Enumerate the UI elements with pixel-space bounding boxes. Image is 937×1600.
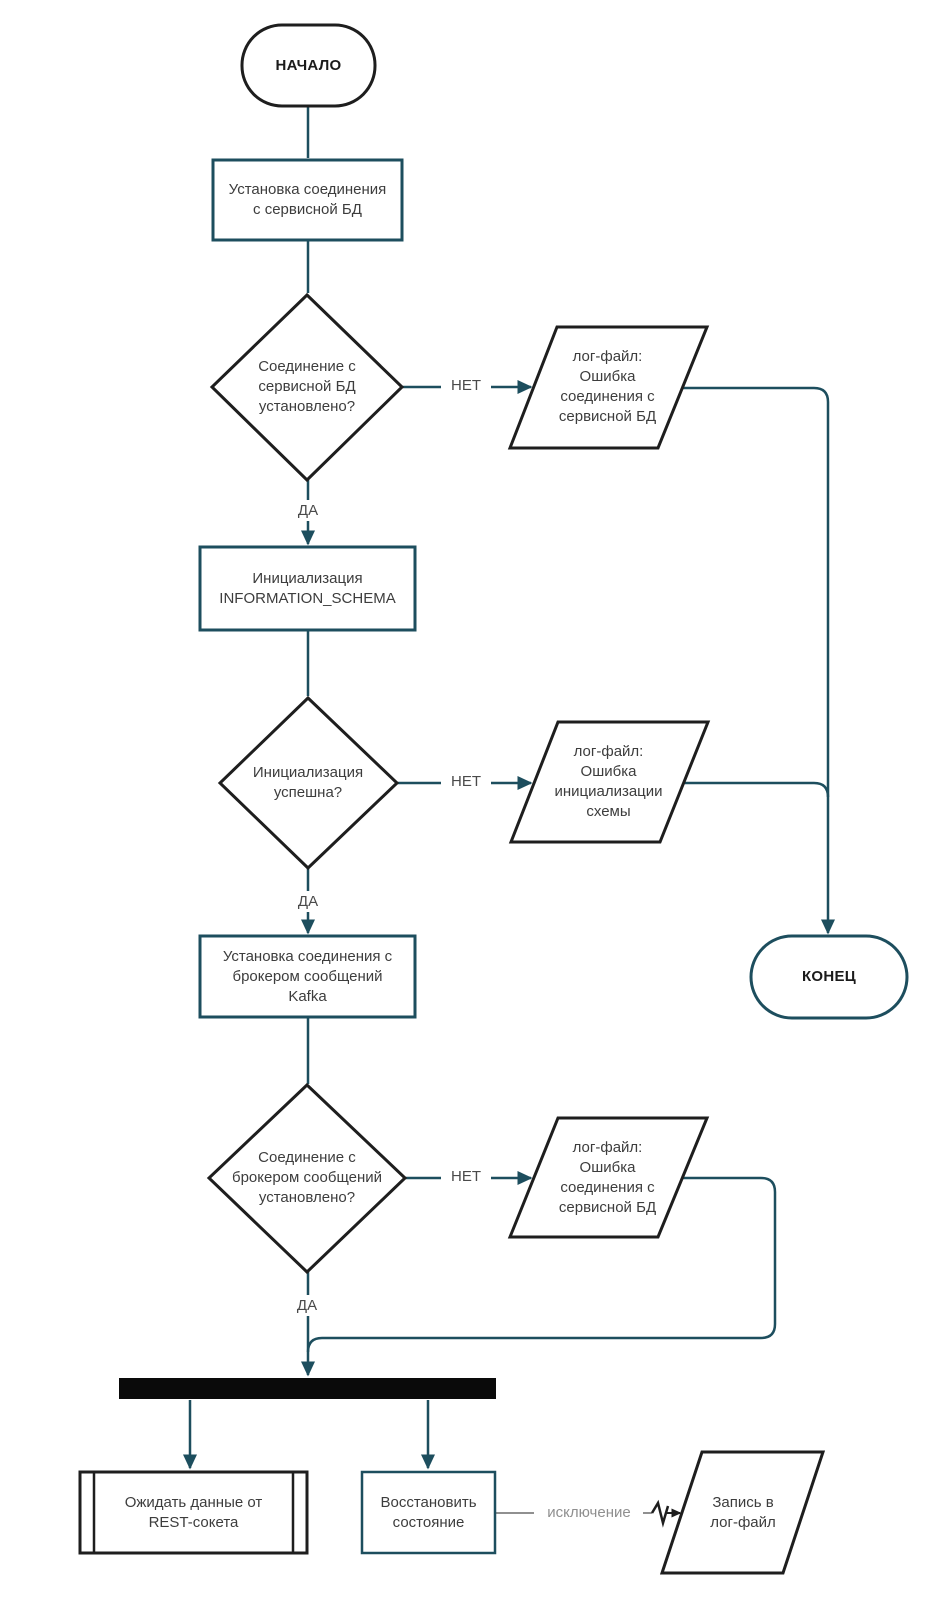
connect-kafka-node-label: Установка соединения с брокером сообщени… (222, 947, 393, 1005)
wait-rest-predefined-shape (78, 1470, 309, 1555)
kafka-check-yes-label: ДА (287, 1295, 327, 1316)
end-node-label: КОНЕЦ (801, 968, 857, 985)
db-check-node-label: Соединение с сервисной БД установлено? (258, 358, 356, 415)
db-check-yes-label: ДА (288, 500, 328, 521)
kafka-check-no-label: НЕТ (441, 1166, 491, 1188)
start-terminator-shape (240, 23, 377, 108)
edge-logdb-to-end (682, 386, 835, 935)
edge-logkafka-return (306, 1176, 777, 1353)
connect-kafka-process-shape (198, 934, 417, 1019)
wait-rest-node-label: Ожидать данные от REST-сокета (124, 1493, 263, 1531)
db-check-decision-shape (209, 292, 405, 483)
log-init-error-node-label: лог-файл: Ошибка инициализации схемы (554, 743, 663, 820)
log-kafka-error-node-label: лог-файл: Ошибка соединения с сервисной … (558, 1139, 657, 1216)
exception-edge-label: исключение (536, 1502, 642, 1524)
restore-state-node-label: Восстановить состояние (380, 1493, 477, 1531)
init-check-no-label: НЕТ (441, 771, 491, 793)
connect-db-process-shape (211, 158, 404, 242)
init-check-yes-label: ДА (288, 891, 328, 912)
log-init-error-data-shape (508, 720, 711, 844)
log-write-node-label: Запись в лог-файл (710, 1493, 776, 1531)
exception-break-icon (650, 1499, 670, 1528)
connect-db-node-label: Установка соединения с сервисной БД (228, 181, 387, 218)
edge-loginit-to-end (684, 781, 830, 798)
start-node-label: НАЧАЛО (275, 56, 342, 74)
log-write-data-shape (659, 1450, 826, 1575)
init-schema-node-label: Инициализация INFORMATION_SCHEMA (219, 569, 396, 607)
fork-bar-shape (119, 1378, 496, 1399)
end-terminator-shape (749, 934, 909, 1020)
init-check-decision-shape (217, 695, 400, 871)
init-check-node-label: Инициализация успешна? (252, 764, 364, 801)
restore-state-process-shape (360, 1470, 497, 1555)
log-db-error-node-label: лог-файл: Ошибка соединения с сервисной … (558, 348, 657, 425)
db-check-no-label: НЕТ (441, 375, 491, 397)
kafka-check-decision-shape (206, 1082, 408, 1275)
kafka-check-node-label: Соединение с брокером сообщений установл… (231, 1149, 382, 1206)
log-kafka-error-data-shape (507, 1116, 710, 1239)
init-schema-process-shape (198, 545, 417, 632)
log-db-error-data-shape (507, 325, 710, 450)
